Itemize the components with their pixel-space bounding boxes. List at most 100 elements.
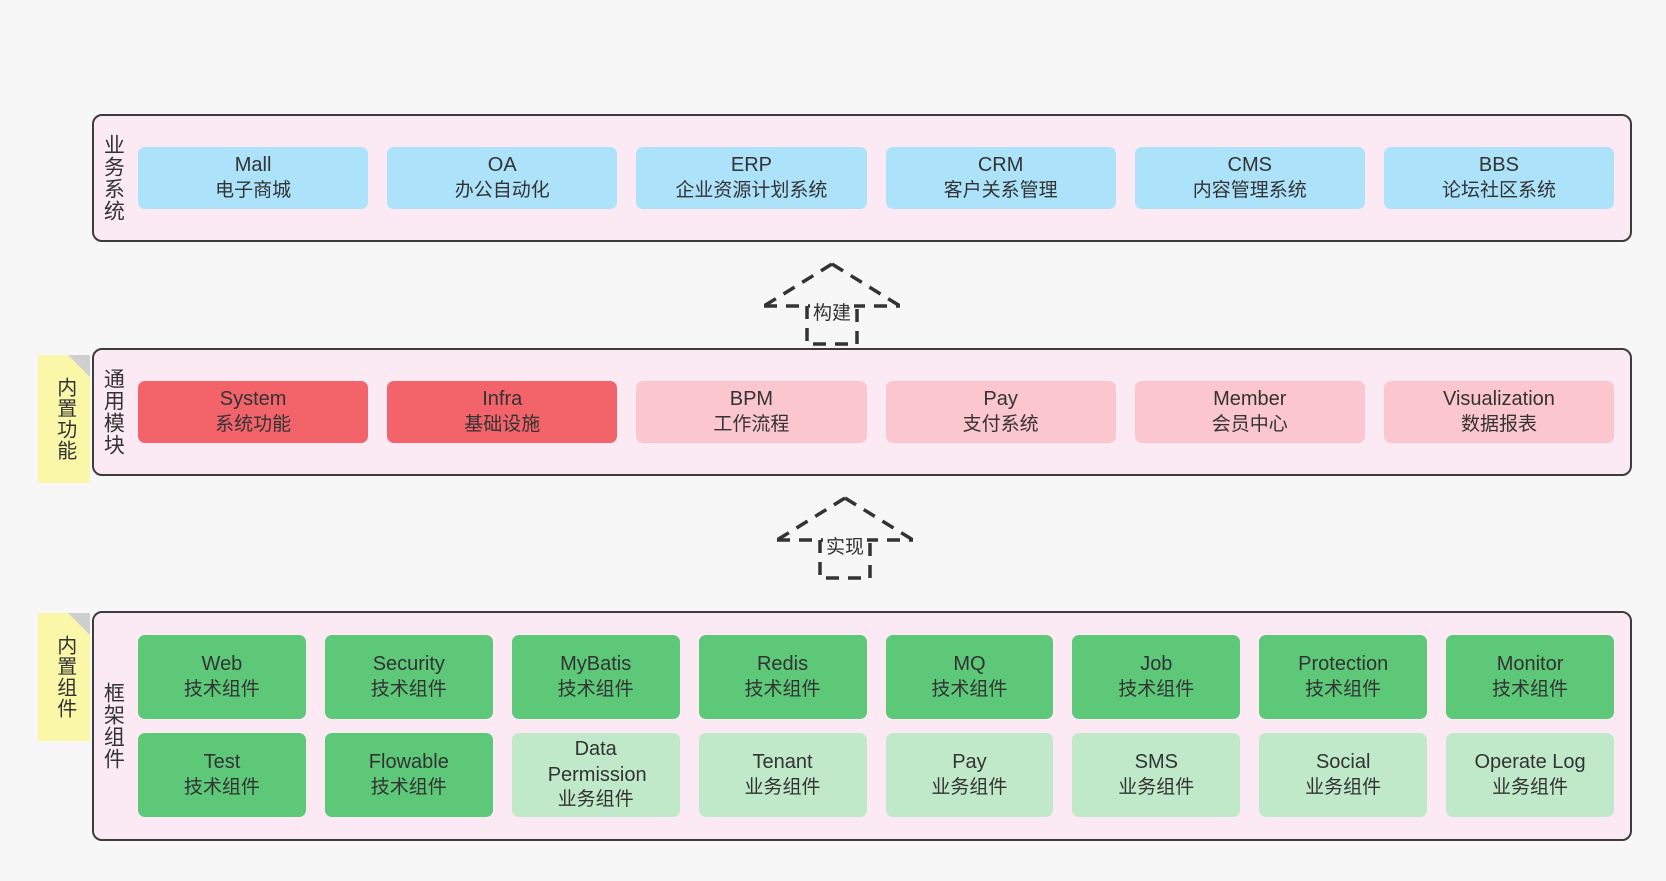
card-row: Mall 电子商城 OA 办公自动化 ERP 企业资源计划系统 CRM 客户关系… <box>138 147 1615 209</box>
card-title-en: BBS <box>1478 154 1519 177</box>
connector-label-implement: 实现 <box>823 532 868 559</box>
card-title-cn: 数据报表 <box>1460 413 1537 435</box>
component-card-operate-log[interactable]: Operate Log 业务组件 <box>1446 733 1614 817</box>
card-title-en: Infra <box>482 388 523 411</box>
note-label: 内置功能 <box>53 377 76 461</box>
card-title-en: OA <box>487 154 517 177</box>
layer-body-business: Mall 电子商城 OA 办公自动化 ERP 企业资源计划系统 CRM 客户关系… <box>130 116 1630 240</box>
card-title-cn: 业务组件 <box>1305 776 1382 798</box>
card-title-en: CRM <box>977 154 1024 177</box>
module-card-oa[interactable]: OA 办公自动化 <box>387 147 618 209</box>
module-card-visualization[interactable]: Visualization 数据报表 <box>1383 381 1615 443</box>
card-title-en: Monitor <box>1496 653 1564 676</box>
card-title-en: Mall <box>234 154 272 177</box>
module-card-erp[interactable]: ERP 企业资源计划系统 <box>636 147 867 209</box>
card-title-cn: 技术组件 <box>370 678 447 700</box>
component-card-job[interactable]: Job 技术组件 <box>1072 635 1241 719</box>
card-title-cn: 电子商城 <box>215 179 292 201</box>
card-title-cn: 内容管理系统 <box>1192 179 1307 201</box>
module-card-crm[interactable]: CRM 客户关系管理 <box>885 147 1116 209</box>
layer-title-business: 业务系统 <box>101 134 125 222</box>
card-title-en: Redis <box>756 653 809 676</box>
card-title-cn: 工作流程 <box>713 413 790 435</box>
card-title-cn: 技术组件 <box>744 678 821 700</box>
component-card-social[interactable]: Social 业务组件 <box>1259 733 1428 817</box>
layer-title-common: 通用模块 <box>101 368 125 456</box>
card-title-en: SMS <box>1134 751 1178 774</box>
card-title-cn: 基础设施 <box>464 413 541 435</box>
card-title-en: Flowable <box>368 751 449 774</box>
card-title-en: Web <box>201 653 243 676</box>
card-title-en: Member <box>1213 388 1287 411</box>
card-title-cn: 技术组件 <box>557 678 634 700</box>
card-title-en: ERP <box>730 154 772 177</box>
component-card-monitor[interactable]: Monitor 技术组件 <box>1446 635 1614 719</box>
module-card-cms[interactable]: CMS 内容管理系统 <box>1134 147 1365 209</box>
card-title-cn: 业务组件 <box>557 789 634 811</box>
layer-title-framework: 框架组件 <box>101 682 125 770</box>
card-title-cn: 办公自动化 <box>454 179 550 201</box>
layer-body-common: System 系统功能 Infra 基础设施 BPM 工作流程 Pay 支付系统… <box>130 350 1630 474</box>
component-card-mq[interactable]: MQ 技术组件 <box>885 635 1054 719</box>
card-title-cn: 技术组件 <box>183 776 260 798</box>
component-card-protection[interactable]: Protection 技术组件 <box>1259 635 1428 719</box>
card-title-cn: 论坛社区系统 <box>1441 179 1556 201</box>
card-title-en: Operate Log <box>1474 751 1586 774</box>
component-card-data-permission[interactable]: Data Permission 业务组件 <box>511 733 680 817</box>
layer-common-modules: 通用模块 System 系统功能 Infra 基础设施 BPM 工作流程 Pay… <box>92 348 1632 476</box>
note-label: 内置组件 <box>53 635 76 719</box>
card-title-en: CMS <box>1227 154 1272 177</box>
card-title-en: Pay <box>952 751 987 774</box>
module-card-mall[interactable]: Mall 电子商城 <box>138 147 369 209</box>
card-title-cn: 客户关系管理 <box>943 179 1058 201</box>
connector-build: 构建 <box>762 262 902 346</box>
component-card-test[interactable]: Test 技术组件 <box>138 733 306 817</box>
component-card-web[interactable]: Web 技术组件 <box>138 635 306 719</box>
component-card-mybatis[interactable]: MyBatis 技术组件 <box>511 635 680 719</box>
module-card-system[interactable]: System 系统功能 <box>138 381 369 443</box>
card-title-en: BPM <box>729 388 774 411</box>
module-card-bpm[interactable]: BPM 工作流程 <box>636 381 867 443</box>
card-title-en: MQ <box>953 653 986 676</box>
component-card-flowable[interactable]: Flowable 技术组件 <box>324 733 493 817</box>
component-card-redis[interactable]: Redis 技术组件 <box>698 635 867 719</box>
module-card-infra[interactable]: Infra 基础设施 <box>387 381 618 443</box>
layer-body-framework: Web 技术组件 Security 技术组件 MyBatis 技术组件 Redi… <box>130 613 1630 839</box>
card-title-cn: 业务组件 <box>931 776 1008 798</box>
note-builtin-components: 内置组件 <box>38 613 90 741</box>
component-card-pay[interactable]: Pay 业务组件 <box>885 733 1054 817</box>
card-title-en: Job <box>1140 653 1173 676</box>
card-title-en: MyBatis <box>560 653 632 676</box>
card-title-en: Visualization <box>1442 388 1555 411</box>
card-title-en: Social <box>1315 751 1371 774</box>
card-title-en: Protection <box>1298 653 1389 676</box>
module-card-bbs[interactable]: BBS 论坛社区系统 <box>1383 147 1615 209</box>
layer-business-systems: 业务系统 Mall 电子商城 OA 办公自动化 ERP 企业资源计划系统 CRM… <box>92 114 1632 242</box>
card-title-cn: 业务组件 <box>1492 776 1569 798</box>
card-row: Web 技术组件 Security 技术组件 MyBatis 技术组件 Redi… <box>138 635 1614 719</box>
card-title-en: Data Permission <box>547 738 647 786</box>
card-row: System 系统功能 Infra 基础设施 BPM 工作流程 Pay 支付系统… <box>138 381 1615 443</box>
card-title-cn: 技术组件 <box>1492 678 1569 700</box>
card-title-cn: 业务组件 <box>1118 776 1195 798</box>
component-card-security[interactable]: Security 技术组件 <box>324 635 493 719</box>
card-title-cn: 会员中心 <box>1211 413 1288 435</box>
module-card-member[interactable]: Member 会员中心 <box>1134 381 1365 443</box>
card-title-en: Pay <box>983 388 1018 411</box>
card-title-cn: 技术组件 <box>931 678 1008 700</box>
card-title-en: System <box>219 388 287 411</box>
connector-label-build: 构建 <box>810 298 855 325</box>
note-fold-corner-icon <box>68 613 90 635</box>
card-title-en: Tenant <box>752 751 813 774</box>
card-title-en: Security <box>372 653 445 676</box>
card-title-cn: 业务组件 <box>744 776 821 798</box>
card-title-cn: 技术组件 <box>1118 678 1195 700</box>
card-title-cn: 技术组件 <box>183 678 260 700</box>
module-card-pay[interactable]: Pay 支付系统 <box>885 381 1116 443</box>
component-card-sms[interactable]: SMS 业务组件 <box>1072 733 1241 817</box>
note-fold-corner-icon <box>68 355 90 377</box>
component-card-tenant[interactable]: Tenant 业务组件 <box>698 733 867 817</box>
card-title-cn: 技术组件 <box>370 776 447 798</box>
card-title-cn: 系统功能 <box>215 413 292 435</box>
